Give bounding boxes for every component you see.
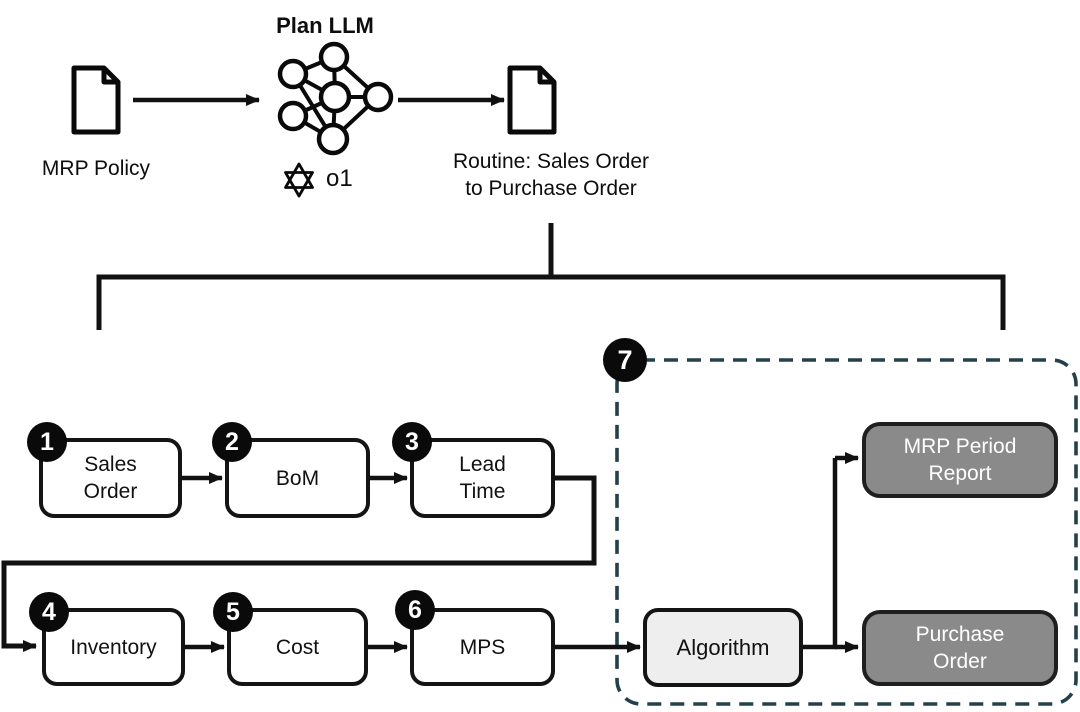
- step-badge-1: 1: [27, 422, 67, 462]
- step-badge-6: 6: [395, 590, 435, 630]
- step-label: Lead Time: [459, 453, 506, 503]
- model-o1-label: o1: [326, 165, 353, 192]
- step-badge-3: 3: [392, 422, 432, 462]
- step-label: Cost: [275, 635, 320, 659]
- step-label: Sales Order: [83, 453, 138, 503]
- plan-llm-title: Plan LLM: [276, 13, 374, 38]
- output-box-purchase-order: Purchase Order: [862, 610, 1058, 686]
- algorithm-label: Algorithm: [676, 635, 770, 660]
- mrp-policy-doc-icon: [71, 65, 121, 135]
- step-label: Inventory: [70, 635, 157, 659]
- openai-logo-icon: [284, 162, 314, 198]
- output-label: Purchase Order: [915, 623, 1005, 673]
- mrp-policy-label: MRP Policy: [41, 157, 151, 180]
- algorithm-box: Algorithm: [643, 608, 803, 687]
- output-box-mrp-period-report: MRP Period Report: [862, 422, 1058, 498]
- step-badge-4: 4: [29, 592, 69, 632]
- step-box-mps: MPS: [410, 608, 555, 686]
- routine-doc-label: Routine: Sales Order to Purchase Order: [452, 150, 650, 200]
- output-label: MRP Period Report: [903, 435, 1017, 485]
- plan-llm-network-icon: [277, 41, 394, 156]
- step-label: BoM: [275, 466, 320, 490]
- distributor-bracket-line: [96, 274, 1006, 330]
- step-box-lead-time: Lead Time: [410, 438, 555, 518]
- step-badge-5: 5: [213, 592, 253, 632]
- step-badge-7: 7: [603, 338, 647, 382]
- step-label: MPS: [459, 635, 506, 659]
- step-badge-2: 2: [212, 422, 252, 462]
- wrap-connector-arrow: [1, 475, 597, 652]
- routine-doc-icon: [507, 65, 557, 135]
